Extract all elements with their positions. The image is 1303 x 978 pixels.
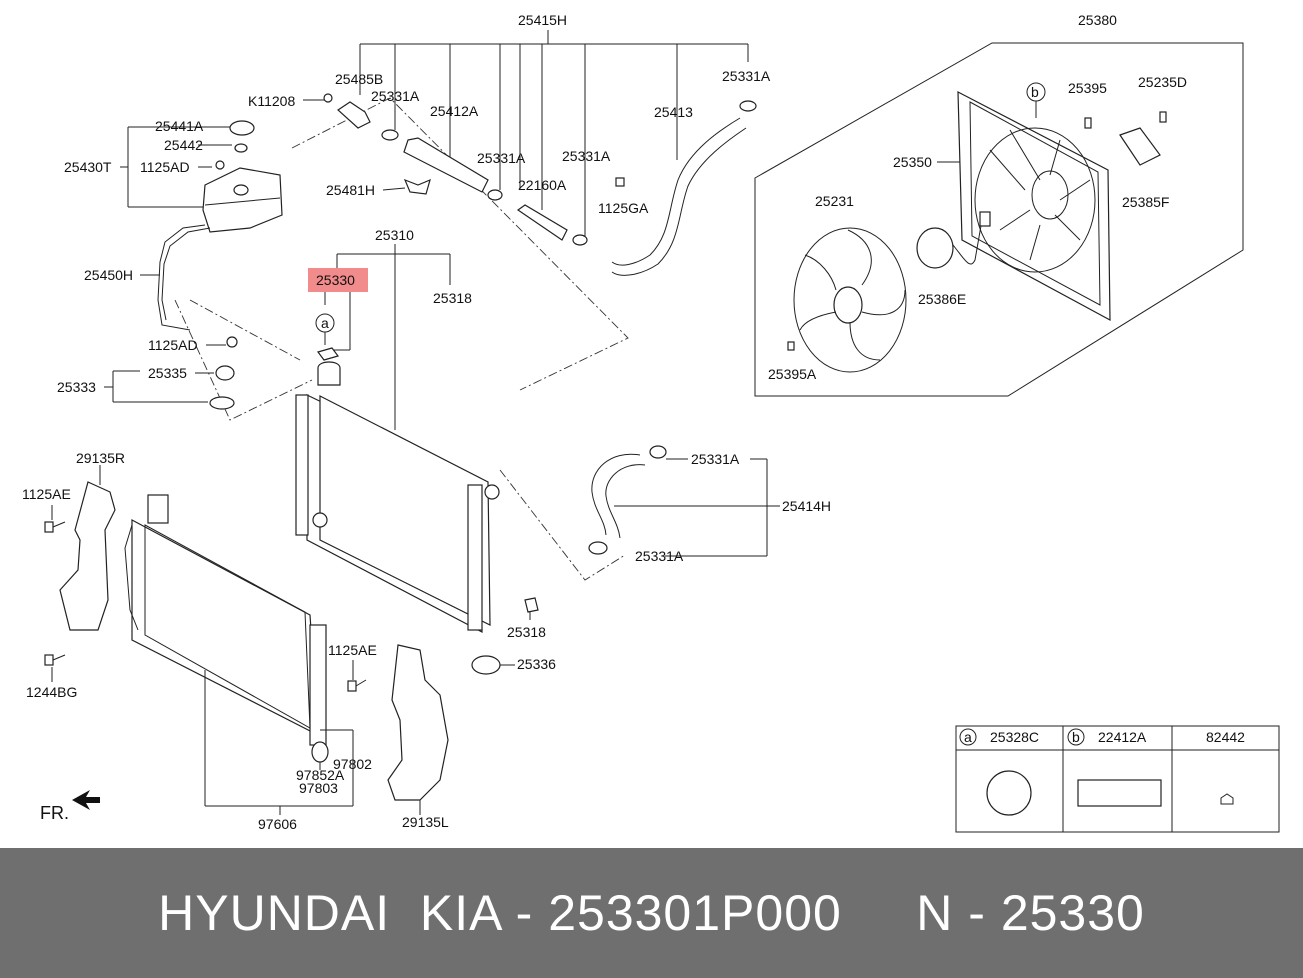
label-97803: 97803 xyxy=(299,780,338,796)
label-25412A: 25412A xyxy=(430,103,479,119)
callout-a-icon xyxy=(315,313,335,333)
label-25331A: 25331A xyxy=(691,451,740,467)
label-sticker-b-icon xyxy=(1077,779,1162,807)
label-25331A: 25331A xyxy=(635,548,684,564)
radiator-cap-parts xyxy=(104,336,238,410)
label-1125AE: 1125AE xyxy=(22,486,71,502)
label-25331A: 25331A xyxy=(722,68,771,84)
highlight-box-25330 xyxy=(308,268,368,292)
label-29135R: 29135R xyxy=(76,450,125,466)
label-25331A: 25331A xyxy=(562,148,611,164)
label-22160A: 22160A xyxy=(518,177,567,193)
label-25430T: 25430T xyxy=(64,159,112,175)
label-K11208: K11208 xyxy=(248,93,295,109)
label-25336: 25336 xyxy=(517,656,556,672)
label-25333: 25333 xyxy=(57,379,96,395)
fasteners xyxy=(44,505,367,692)
radiator-core xyxy=(295,347,539,675)
hose-group-bracket xyxy=(359,30,749,238)
label-25442: 25442 xyxy=(164,137,203,153)
label-25350: 25350 xyxy=(893,154,932,170)
label-25414H: 25414H xyxy=(782,498,831,514)
label-1125AE: 1125AE xyxy=(328,642,377,658)
coolant-reservoir xyxy=(140,120,283,331)
label-25310: 25310 xyxy=(375,227,414,243)
lower-hose-frame xyxy=(499,469,626,581)
legend-a-code: 25328C xyxy=(990,729,1039,745)
label-25485B: 25485B xyxy=(335,71,383,87)
label-25441A: 25441A xyxy=(155,118,204,134)
label-25395A: 25395A xyxy=(768,366,817,382)
fan-assembly-frame xyxy=(754,42,1244,397)
label-1125GA: 1125GA xyxy=(598,200,649,216)
label-97852A: 97852A xyxy=(296,767,345,783)
label-25331A: 25331A xyxy=(477,150,526,166)
label-97606: 97606 xyxy=(258,816,297,832)
legend-a-letter: a xyxy=(964,729,972,745)
label-1244BG: 1244BG xyxy=(26,684,77,700)
label-1125AD: 1125AD xyxy=(140,159,190,175)
legend-c-code: 82442 xyxy=(1206,729,1245,745)
label-25318: 25318 xyxy=(433,290,472,306)
legend-b-code: 22412A xyxy=(1098,729,1147,745)
legend-table xyxy=(955,725,1280,833)
callout-b-letter: b xyxy=(1031,84,1039,100)
label-97802: 97802 xyxy=(333,756,372,772)
callout-b-icon xyxy=(1026,82,1046,118)
label-25380: 25380 xyxy=(1078,12,1117,28)
label-25335: 25335 xyxy=(148,365,187,381)
label-25330: 25330 xyxy=(316,272,355,288)
air-guard-left xyxy=(387,644,449,815)
callout-a-letter: a xyxy=(321,315,329,331)
label-1125AD: 1125AD xyxy=(148,337,198,353)
label-25450H: 25450H xyxy=(84,267,133,283)
part-number-banner: HYUNDAI KIA - 253301P000 N - 25330 xyxy=(0,848,1303,978)
label-25318: 25318 xyxy=(507,624,546,640)
radiator-bracket xyxy=(324,244,451,430)
fan-motor xyxy=(916,211,991,269)
nut-icon xyxy=(1220,793,1234,805)
fan-blade xyxy=(787,227,907,373)
fan-shroud xyxy=(937,90,1167,322)
label-25235D: 25235D xyxy=(1138,74,1187,90)
lower-hose xyxy=(588,445,780,557)
reservoir-group-frame xyxy=(174,299,313,421)
label-25385F: 25385F xyxy=(1122,194,1169,210)
label-25331A: 25331A xyxy=(371,88,420,104)
reservoir-bracket xyxy=(120,126,232,208)
front-arrow-icon xyxy=(72,790,100,810)
label-25231: 25231 xyxy=(815,193,854,209)
label-25415H: 25415H xyxy=(518,12,567,28)
label-25386E: 25386E xyxy=(918,291,966,307)
label-29135L: 29135L xyxy=(402,814,449,830)
front-label: FR. xyxy=(40,803,69,823)
air-guard-right xyxy=(59,465,116,631)
legend-b-letter: b xyxy=(1072,729,1080,745)
label-25395: 25395 xyxy=(1068,80,1107,96)
upper-hoses xyxy=(303,93,757,276)
label-25481H: 25481H xyxy=(326,182,375,198)
label-25413: 25413 xyxy=(654,104,693,120)
condenser xyxy=(124,494,354,815)
parts-diagram: 25415H 25380 25485B 25331A K11208 25331A… xyxy=(22,12,1280,833)
part-number-text: HYUNDAI KIA - 253301P000 N - 25330 xyxy=(158,885,1145,941)
label-sticker-a-icon xyxy=(986,770,1032,816)
hose-group-frame xyxy=(291,97,629,391)
